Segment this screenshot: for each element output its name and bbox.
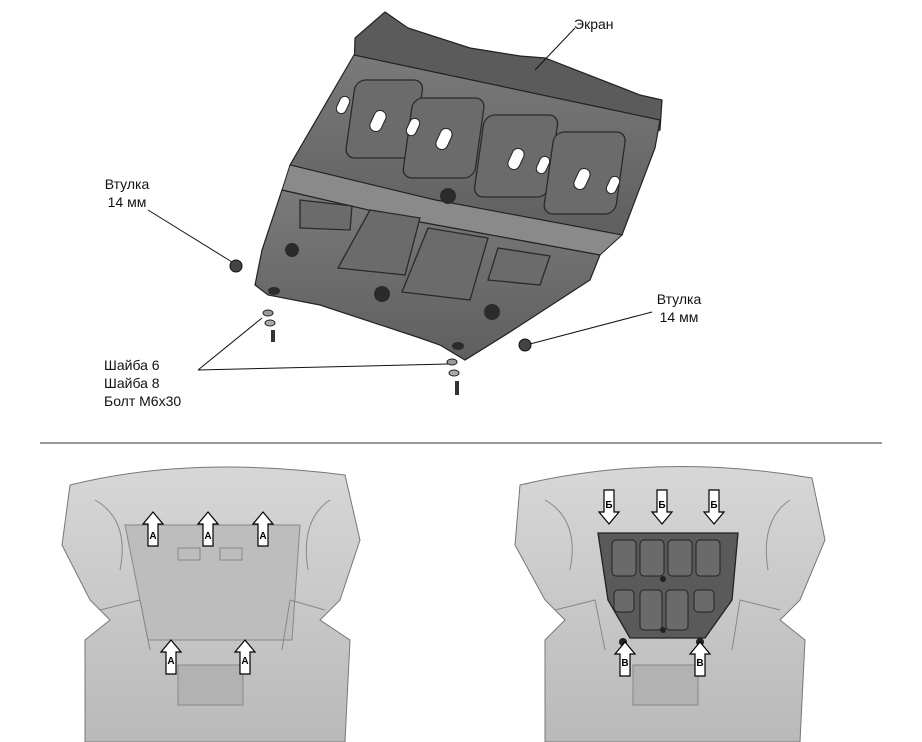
- arrow-marker-a-5: А: [233, 639, 257, 675]
- svg-text:Б: Б: [658, 500, 665, 511]
- bolt-right: [455, 381, 459, 395]
- label-hardware-list: Шайба 6 Шайба 8 Болт М6х30: [104, 356, 181, 410]
- label-screen: Экран: [574, 16, 614, 32]
- leader-lines: [147, 27, 653, 371]
- arrow-marker-v-2: В: [688, 641, 712, 677]
- label-bushing-right-name: Втулка: [656, 291, 702, 307]
- svg-text:А: А: [204, 531, 211, 542]
- svg-text:Б: Б: [710, 500, 717, 511]
- hardware: [229, 259, 532, 395]
- mount-holes: [268, 188, 500, 350]
- svg-text:А: А: [167, 656, 174, 667]
- svg-text:В: В: [621, 658, 628, 669]
- lower-windows: [299, 199, 551, 301]
- label-bushing-left-name: Втулка: [104, 176, 150, 192]
- label-bushing-right-size: 14 мм: [659, 309, 699, 325]
- svg-text:В: В: [696, 658, 703, 669]
- vehicle-hatch-right: [632, 664, 699, 706]
- vehicle-details-left: [94, 499, 331, 651]
- svg-text:Б: Б: [605, 500, 612, 511]
- vehicle-details-right: [544, 499, 791, 651]
- washer-8-left: [264, 319, 276, 327]
- skid-plate-drawing: [254, 11, 663, 361]
- washer-6-left: [262, 309, 274, 317]
- arrow-marker-a-4: А: [159, 639, 183, 675]
- vehicle-view-right: [514, 466, 826, 742]
- vehicle-view-left: [61, 466, 361, 742]
- label-washer-6: Шайба 6: [104, 357, 160, 373]
- arrow-marker-b-1: Б: [597, 489, 621, 525]
- label-washer-8: Шайба 8: [104, 375, 160, 391]
- bushing-left: [229, 259, 243, 273]
- arrow-marker-v-1: В: [613, 641, 637, 677]
- slots: [335, 95, 621, 195]
- svg-text:А: А: [149, 531, 156, 542]
- arrow-marker-a-2: А: [196, 511, 220, 547]
- label-bushing-left-size: 14 мм: [107, 194, 147, 210]
- label-bushing-left: Втулка 14 мм: [98, 175, 156, 211]
- vehicle-hatch-left: [177, 664, 244, 706]
- bushing-right: [518, 338, 532, 352]
- washer-8-right: [448, 369, 460, 377]
- bolt-left: [271, 330, 275, 342]
- installed-skid-plate: [597, 532, 739, 646]
- label-bushing-right: Втулка 14 мм: [650, 290, 708, 326]
- svg-text:А: А: [259, 531, 266, 542]
- washer-6-right: [446, 358, 458, 366]
- svg-text:А: А: [241, 656, 248, 667]
- label-bolt: Болт М6х30: [104, 393, 182, 409]
- arrow-marker-a-1: А: [141, 511, 165, 547]
- arrow-marker-b-3: Б: [702, 489, 726, 525]
- arrow-marker-a-3: А: [251, 511, 275, 547]
- arrow-marker-b-2: Б: [650, 489, 674, 525]
- arrow-markers: А А А А А Б Б Б: [141, 489, 726, 677]
